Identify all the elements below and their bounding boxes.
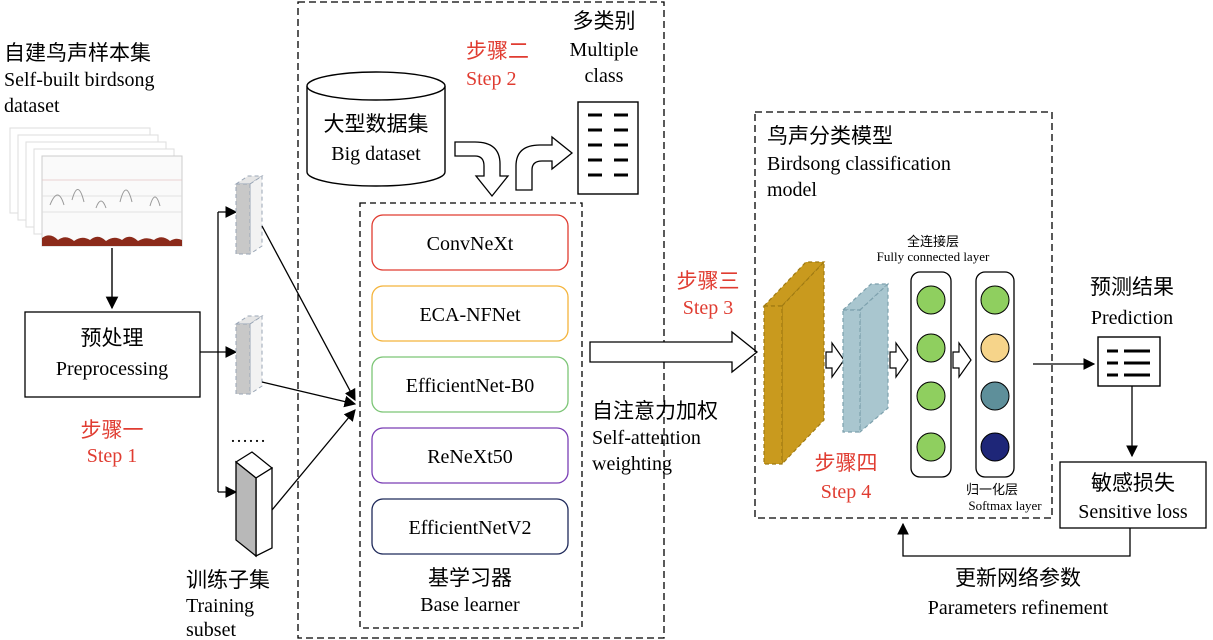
refine-zh: 更新网络参数: [955, 566, 1081, 590]
multiclass-en-1: Multiple: [570, 39, 639, 61]
arrow-subset1-to-learner: [261, 225, 356, 402]
fc-label-en: Fully connected layer: [877, 249, 990, 264]
training-subset-zh: 训练子集: [186, 568, 270, 592]
model-item-1: ConvNeXt: [371, 214, 569, 271]
fc-nodes: [916, 285, 946, 462]
arrow-feedback: [897, 522, 1131, 557]
fc-label-zh: 全连接层: [907, 234, 959, 249]
softmax-label-en: Softmax layer: [968, 498, 1042, 513]
dataset-title-zh: 自建鸟声样本集: [4, 41, 151, 65]
curved-arrow-up: [515, 135, 574, 191]
subset-ellipsis: ……: [230, 426, 266, 446]
arrow-to-classifier: [589, 330, 759, 374]
base-learner-box: [359, 202, 583, 629]
loss-box: [1059, 461, 1207, 529]
classifier-box: [754, 111, 1053, 519]
dataset-title-en-2: dataset: [4, 95, 60, 117]
softmax-layer-box: [975, 271, 1015, 478]
preprocess-box: [24, 311, 201, 398]
training-subset-en-2: subset: [186, 619, 236, 640]
dataset-title-en-1: Self-built birdsong: [4, 69, 155, 91]
big-dataset-en: Big dataset: [331, 143, 421, 165]
attention-en-1: Self-attention: [592, 427, 701, 449]
prediction-icon: [1097, 336, 1161, 387]
feature-map-1: [762, 260, 826, 466]
fc-node: [916, 285, 946, 315]
model-item-4: ReNeXt50: [371, 427, 569, 484]
spectrogram-stack: [9, 127, 183, 247]
softmax-node: [980, 333, 1010, 363]
softmax-nodes: [980, 285, 1010, 462]
preprocess-zh: 预处理: [81, 326, 144, 350]
model-box-5: [371, 498, 569, 555]
big-dataset-cylinder: [306, 71, 446, 187]
attention-zh: 自注意力加权: [592, 399, 718, 423]
refine-en: Parameters refinement: [928, 597, 1109, 619]
softmax-node: [980, 285, 1010, 315]
step3-en: Step 3: [683, 297, 734, 319]
model-box-1: [371, 214, 569, 271]
model-item-5: EfficientNetV2: [371, 498, 569, 555]
curved-arrow-down: [454, 141, 510, 198]
arrow-fm2-to-fc: [889, 341, 909, 379]
model-label-4: ReNeXt50: [427, 446, 513, 468]
base-learner-en: Base learner: [420, 594, 520, 616]
softmax-node: [980, 432, 1010, 462]
stage2-box: [297, 1, 665, 639]
fc-node: [916, 432, 946, 462]
step4-zh: 步骤四: [815, 451, 878, 475]
model-title-en-2: model: [767, 179, 817, 201]
step1-zh: 步骤一: [81, 418, 144, 442]
loss-zh: 敏感损失: [1091, 471, 1175, 495]
model-title-zh: 鸟声分类模型: [767, 124, 893, 148]
model-box-4: [371, 427, 569, 484]
subset-slab-2: [234, 315, 264, 395]
prediction-en: Prediction: [1091, 307, 1173, 329]
arrow-fc-to-softmax: [952, 341, 972, 379]
arrow-subset2-to-learner: [261, 381, 357, 408]
base-learner-zh: 基学习器: [428, 566, 512, 590]
multiclass-en-2: class: [585, 65, 624, 87]
subset-slab-1: [234, 175, 264, 255]
multiclass-zh: 多类别: [573, 9, 636, 33]
subset-slab-3: [234, 451, 274, 558]
fc-node: [916, 381, 946, 411]
training-subset-en-1: Training: [186, 595, 254, 617]
step2-zh: 步骤二: [466, 39, 529, 63]
model-label-2: ECA-NFNet: [419, 304, 521, 326]
softmax-label-zh: 归一化层: [966, 482, 1018, 497]
model-label-5: EfficientNetV2: [409, 517, 532, 539]
model-label-3: EfficientNet-B0: [406, 375, 534, 397]
arrow-fm1-to-fm2: [825, 341, 845, 379]
step3-zh: 步骤三: [677, 269, 740, 293]
branch-lines: [200, 206, 238, 498]
multiclass-list-icon: [577, 101, 639, 195]
feature-map-2: [841, 282, 890, 434]
fc-node: [916, 333, 946, 363]
step2-en: Step 2: [466, 68, 517, 90]
model-label-1: ConvNeXt: [427, 233, 514, 255]
softmax-node: [980, 381, 1010, 411]
big-dataset-zh: 大型数据集: [324, 112, 429, 136]
model-title-en-1: Birdsong classification: [767, 153, 951, 175]
model-list: ConvNeXt ECA-NFNet EfficientNet-B0 ReNeX…: [371, 214, 569, 555]
step4-en: Step 4: [821, 481, 872, 503]
preprocess-en: Preprocessing: [56, 358, 168, 380]
step1-en: Step 1: [87, 445, 138, 467]
fc-layer-box: [910, 271, 952, 478]
model-box-3: [371, 356, 569, 413]
model-item-3: EfficientNet-B0: [371, 356, 569, 413]
model-box-2: [371, 285, 569, 342]
model-item-2: ECA-NFNet: [371, 285, 569, 342]
arrow-subset3-to-learner: [271, 409, 356, 511]
prediction-zh: 预测结果: [1090, 275, 1174, 299]
loss-en: Sensitive loss: [1078, 501, 1188, 523]
attention-en-2: weighting: [592, 453, 672, 475]
